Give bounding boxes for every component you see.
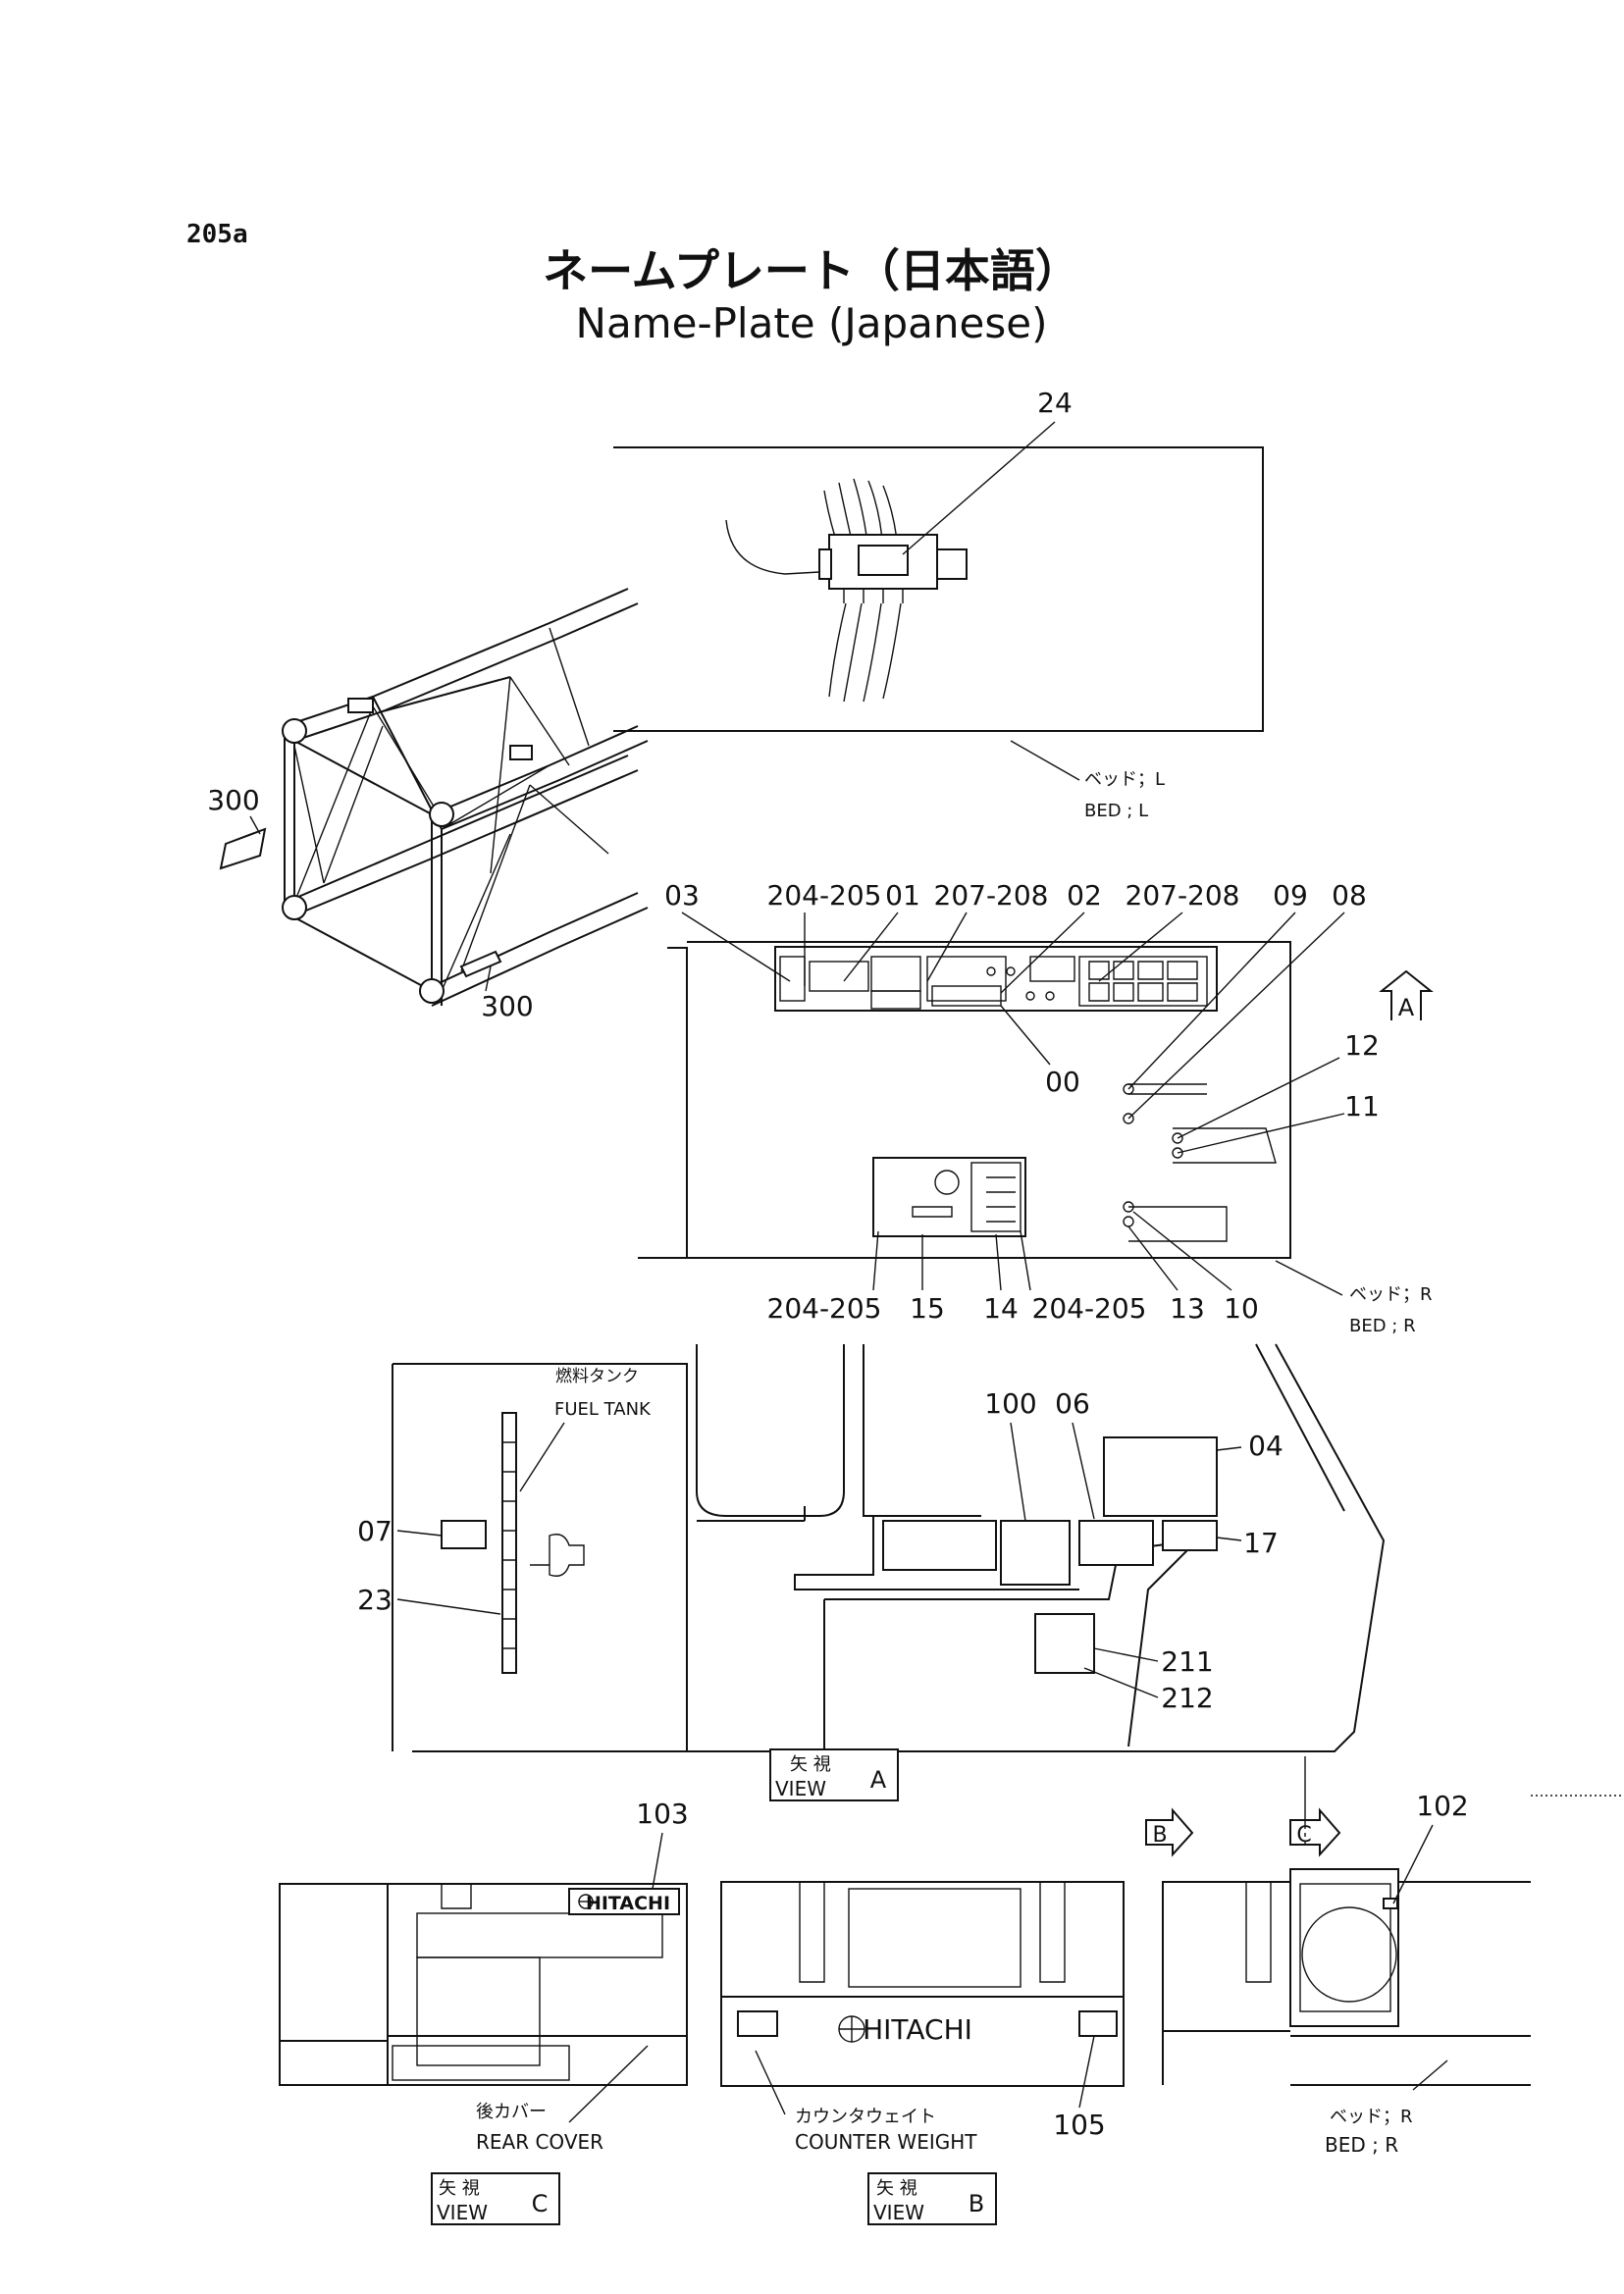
plate-00: [931, 985, 1002, 1007]
callout-204-205-b: 204-205: [767, 1292, 882, 1325]
plate-06: [1078, 1520, 1154, 1566]
callout-17: 17: [1243, 1527, 1279, 1559]
bed-r-side-detail: 102 C ベッド；R BED ; R: [1162, 1790, 1624, 2157]
callout-10: 10: [1224, 1292, 1259, 1325]
hitachi-plate-text: HITACHI: [586, 1893, 670, 1914]
view-c-jp: 矢 視: [439, 2178, 480, 2199]
callout-300-b: 300: [481, 990, 533, 1022]
hitachi-cw-text: HITACHI: [863, 2013, 972, 2046]
callout-11: 11: [1344, 1090, 1380, 1122]
view-c-label: 矢 視 VIEW C: [431, 2172, 560, 2225]
plate-100: [1000, 1520, 1071, 1586]
callout-211: 211: [1161, 1645, 1213, 1678]
view-a-indicator: A: [1379, 969, 1434, 1021]
view-a-jp: 矢 視: [790, 1754, 831, 1775]
plate-300-a: [219, 827, 267, 870]
bed-l-label-jp: ベッド；L: [1084, 769, 1165, 790]
callout-01: 01: [885, 879, 920, 912]
view-c-en: VIEW: [437, 2201, 488, 2224]
callout-24: 24: [1037, 387, 1073, 419]
bed-r1-label-jp: ベッド；R: [1349, 1284, 1433, 1305]
counter-weight-label-en: COUNTER WEIGHT: [795, 2130, 977, 2154]
bed-r-plan: 03 204-205 01 207-208 02 207-208 09 08 0…: [638, 879, 1434, 1336]
callout-204-205-c: 204-205: [1032, 1292, 1147, 1325]
plate-24: [858, 545, 909, 576]
callout-212: 212: [1161, 1682, 1213, 1714]
plate-01: [809, 961, 869, 992]
callout-103: 103: [636, 1798, 688, 1830]
plate-102: [1383, 1898, 1398, 1909]
callout-12: 12: [1344, 1029, 1380, 1062]
callout-09: 09: [1273, 879, 1308, 912]
callout-14: 14: [983, 1292, 1019, 1325]
bed-l-label-en: BED ; L: [1084, 801, 1148, 821]
callout-07: 07: [357, 1515, 393, 1547]
view-a-label: 矢 視 VIEW A: [769, 1748, 899, 1801]
plate-04: [1103, 1436, 1218, 1517]
view-a-en: VIEW: [775, 1777, 826, 1800]
bed-l-detail: 24 ベッド；L BED ; L: [613, 387, 1264, 821]
rear-cover-label-en: REAR COVER: [476, 2130, 603, 2154]
callout-23: 23: [357, 1584, 393, 1616]
callout-15: 15: [910, 1292, 945, 1325]
view-b-jp: 矢 視: [876, 2178, 917, 2199]
fuel-tank-label-jp: 燃料タンク: [555, 1367, 639, 1386]
boom-lattice: 300 300: [207, 588, 649, 1022]
view-b-letter: B: [969, 2190, 984, 2217]
view-a-letter: A: [870, 1766, 887, 1794]
plate-300-b: [459, 950, 502, 978]
callout-300-a: 300: [207, 784, 259, 816]
arrow-a-letter: A: [1398, 994, 1415, 1021]
callout-207-208-b: 207-208: [1126, 879, 1240, 912]
plate-105: [1078, 2010, 1118, 2037]
title-english: Name-Plate (Japanese): [576, 299, 1048, 347]
view-b-label: 矢 視 VIEW B: [867, 2172, 997, 2225]
fuel-tank-label-en: FUEL TANK: [554, 1399, 652, 1420]
bed-r2-label-en: BED ; R: [1325, 2133, 1398, 2157]
callout-204-205-a: 204-205: [767, 879, 882, 912]
bed-r2-label-jp: ベッド；R: [1330, 2107, 1413, 2127]
plate-07: [441, 1520, 487, 1549]
title-japanese: ネームプレート（日本語）: [543, 244, 1080, 297]
view-b-en: VIEW: [873, 2201, 924, 2224]
callout-04: 04: [1248, 1430, 1283, 1462]
plate-211: [1034, 1613, 1095, 1674]
callout-100: 100: [984, 1387, 1036, 1420]
rear-cover-label-jp: 後カバー: [476, 2102, 547, 2122]
callout-00: 00: [1045, 1066, 1080, 1098]
callout-207-208-a: 207-208: [934, 879, 1049, 912]
callout-03: 03: [664, 879, 700, 912]
callout-06: 06: [1055, 1387, 1090, 1420]
callout-102: 102: [1416, 1790, 1468, 1822]
callout-105: 105: [1053, 2109, 1105, 2141]
callout-02: 02: [1067, 879, 1102, 912]
counter-weight-label-jp: カウンタウェイト: [795, 2107, 936, 2127]
callout-08: 08: [1332, 879, 1367, 912]
plate-17: [1162, 1520, 1218, 1551]
arrow-b-letter: B: [1152, 1823, 1167, 1848]
bed-r1-label-en: BED ; R: [1349, 1316, 1416, 1336]
page-id: 205a: [186, 220, 248, 249]
arrow-c-letter: C: [1296, 1823, 1311, 1848]
callout-13: 13: [1170, 1292, 1205, 1325]
view-b-detail: HITACHI カウンタウェイト COUNTER WEIGHT 105 B: [720, 1807, 1194, 2154]
view-c-letter: C: [532, 2190, 549, 2217]
view-a-detail: 燃料タンク FUEL TANK 07 23 100 06 04 17 211 2…: [357, 1343, 1386, 1752]
view-c-detail: HITACHI 103 後カバー REAR COVER: [279, 1798, 689, 2154]
